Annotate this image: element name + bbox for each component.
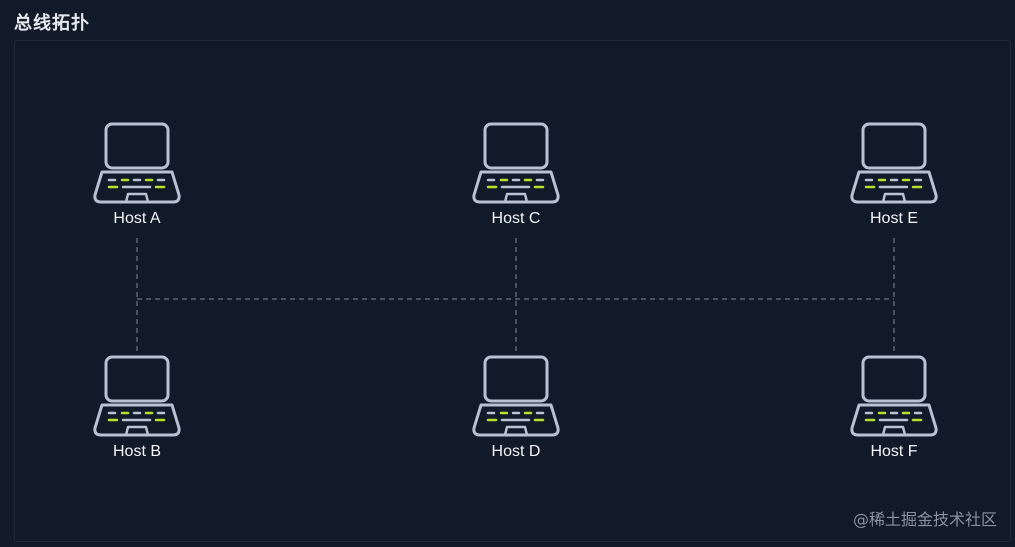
host-a: Host A	[87, 122, 187, 228]
host-c: Host C	[466, 122, 566, 228]
host-label: Host D	[491, 443, 541, 460]
topology-panel	[14, 40, 1011, 542]
host-label: Host C	[491, 210, 541, 227]
host-label: Host F	[870, 443, 918, 460]
host-label: Host A	[113, 210, 161, 227]
host-f: Host F	[844, 355, 944, 461]
laptop-icon	[472, 355, 560, 437]
laptop-icon	[850, 355, 938, 437]
watermark: @稀土掘金技术社区	[852, 510, 997, 529]
laptop-icon	[93, 122, 181, 204]
host-label: Host E	[869, 210, 918, 227]
host-label: Host B	[112, 443, 161, 460]
laptop-icon	[472, 122, 560, 204]
host-e: Host E	[844, 122, 944, 228]
laptop-icon	[850, 122, 938, 204]
host-d: Host D	[466, 355, 566, 461]
laptop-icon	[93, 355, 181, 437]
host-b: Host B	[87, 355, 187, 461]
page-title: 总线拓扑	[14, 13, 90, 34]
